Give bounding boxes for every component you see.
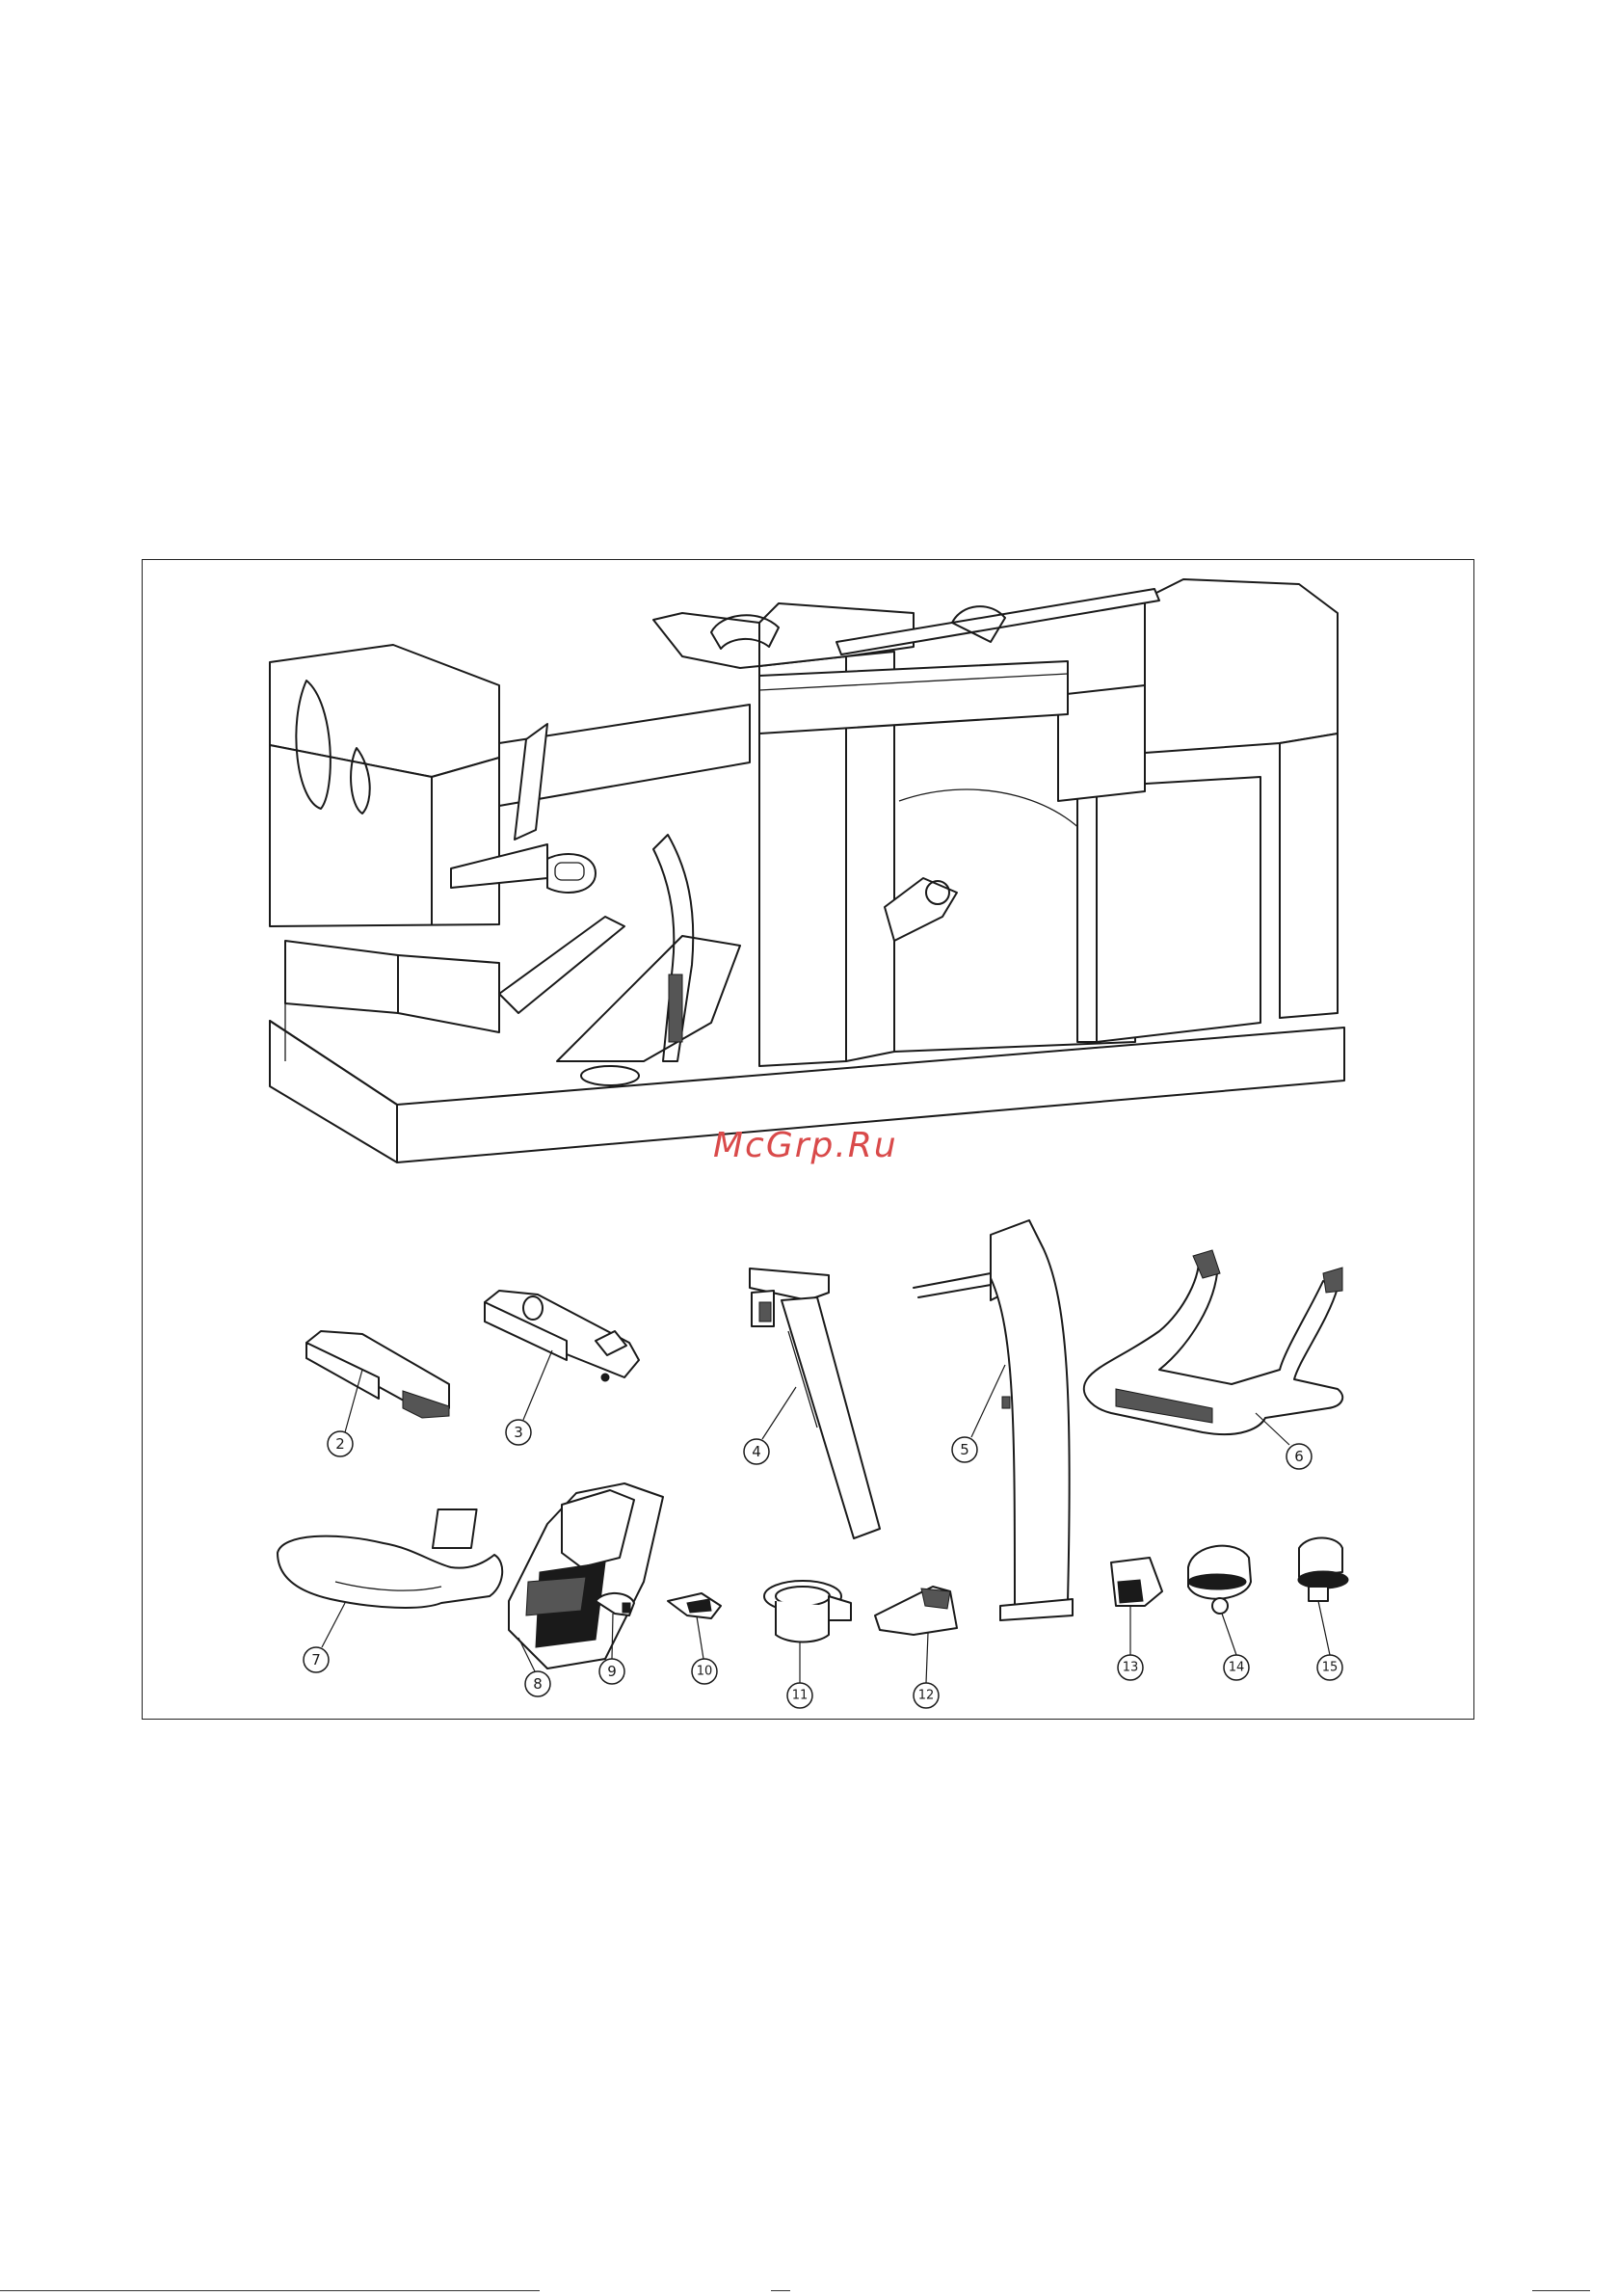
part-4 [750, 1268, 880, 1538]
page-bottom-edge [0, 2290, 1618, 2292]
callout-12: 12 [914, 1683, 939, 1708]
svg-text:3: 3 [514, 1424, 523, 1441]
part-3 [485, 1291, 639, 1381]
part-10 [668, 1593, 721, 1618]
part-6 [1084, 1250, 1342, 1434]
svg-text:6: 6 [1294, 1448, 1304, 1465]
part-13 [1111, 1558, 1162, 1606]
callout-7: 7 [304, 1647, 329, 1672]
callout-15: 15 [1317, 1655, 1342, 1680]
part-2 [306, 1331, 449, 1418]
svg-text:7: 7 [311, 1651, 321, 1669]
svg-text:9: 9 [607, 1663, 617, 1680]
callout-3: 3 [506, 1420, 531, 1445]
svg-text:12: 12 [918, 1689, 935, 1703]
svg-text:4: 4 [752, 1443, 761, 1460]
svg-text:11: 11 [792, 1689, 809, 1703]
callout-4: 4 [744, 1439, 769, 1464]
callout-2: 2 [328, 1431, 353, 1456]
callout-9: 9 [599, 1659, 624, 1684]
svg-text:5: 5 [960, 1441, 969, 1458]
packing-box-icon [270, 579, 1344, 1162]
callout-14: 14 [1224, 1655, 1249, 1680]
watermark-text: McGrp.Ru [713, 1126, 898, 1165]
part-15 [1298, 1537, 1348, 1601]
part-12 [875, 1587, 957, 1635]
assembly-parts-icon [278, 1220, 1348, 1669]
callout-11: 11 [787, 1683, 812, 1708]
svg-text:15: 15 [1322, 1661, 1339, 1675]
part-11 [764, 1581, 851, 1642]
callout-10: 10 [692, 1659, 717, 1684]
svg-text:10: 10 [697, 1665, 713, 1679]
part-5 [914, 1220, 1073, 1620]
callout-6: 6 [1286, 1444, 1312, 1469]
callout-8: 8 [525, 1671, 550, 1696]
part-14 [1188, 1546, 1251, 1614]
callout-13: 13 [1118, 1655, 1143, 1680]
svg-text:13: 13 [1123, 1661, 1139, 1675]
svg-text:14: 14 [1229, 1661, 1245, 1675]
svg-text:8: 8 [533, 1675, 543, 1693]
callout-5: 5 [952, 1437, 977, 1462]
svg-text:2: 2 [335, 1435, 345, 1453]
part-7 [278, 1536, 502, 1608]
